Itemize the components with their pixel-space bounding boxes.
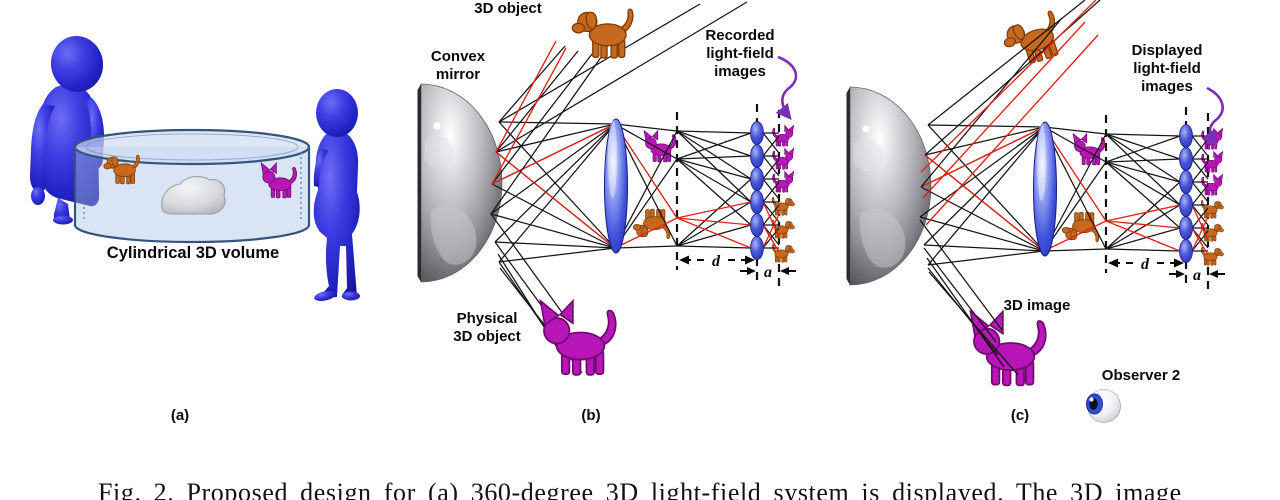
- mirror-label-line2: mirror: [436, 66, 480, 83]
- object-rays-red-c: [920, 0, 1099, 226]
- physical-label-line1: Physical: [457, 310, 518, 327]
- observer-eye: [1086, 389, 1121, 423]
- sleeping-gray-cat: [161, 176, 226, 215]
- observer-person-right: [313, 89, 360, 301]
- displayed-label-line1: Displayed: [1132, 42, 1203, 59]
- recorded-arrow: [775, 55, 798, 121]
- panel-a-tag: (a): [171, 407, 189, 424]
- volume-label: Cylindrical 3D volume: [107, 244, 279, 262]
- recorded-label-line2: light-field: [706, 45, 774, 62]
- optic-chain-c: [847, 87, 1226, 295]
- displayed-label-line3: images: [1141, 78, 1193, 95]
- displayed-arrow: [1201, 86, 1224, 147]
- figure-caption: Fig. 2. Proposed design for (a) 360-degr…: [98, 478, 1182, 500]
- observer-2-label: Observer 2: [1102, 367, 1180, 384]
- 3d-image-label: 3D image: [1004, 297, 1071, 314]
- image-rays-c: [919, 219, 1019, 376]
- displayed-label-line2: light-field: [1133, 60, 1201, 77]
- panel-b: 3D object Convex mirror Recorded light-f…: [418, 0, 798, 424]
- panel-c: Displayed light-field images 3D image Ob…: [847, 0, 1226, 424]
- physical-3d-object-cat: [539, 300, 617, 376]
- panel-b-tag: (b): [581, 407, 600, 424]
- panel-a: Cylindrical 3D volume (a): [30, 36, 360, 424]
- object-label-b: 3D object: [474, 0, 542, 17]
- object-rays-red-b: [491, 40, 567, 185]
- recorded-label-line3: images: [714, 63, 766, 80]
- virtual-3d-object-dog: [571, 7, 635, 60]
- recorded-label-line1: Recorded: [705, 27, 774, 44]
- optic-chain-b: [418, 84, 797, 292]
- physical-label-line2: 3D object: [453, 328, 521, 345]
- panel-c-tag: (c): [1011, 407, 1029, 424]
- mirror-label-line1: Convex: [431, 48, 486, 65]
